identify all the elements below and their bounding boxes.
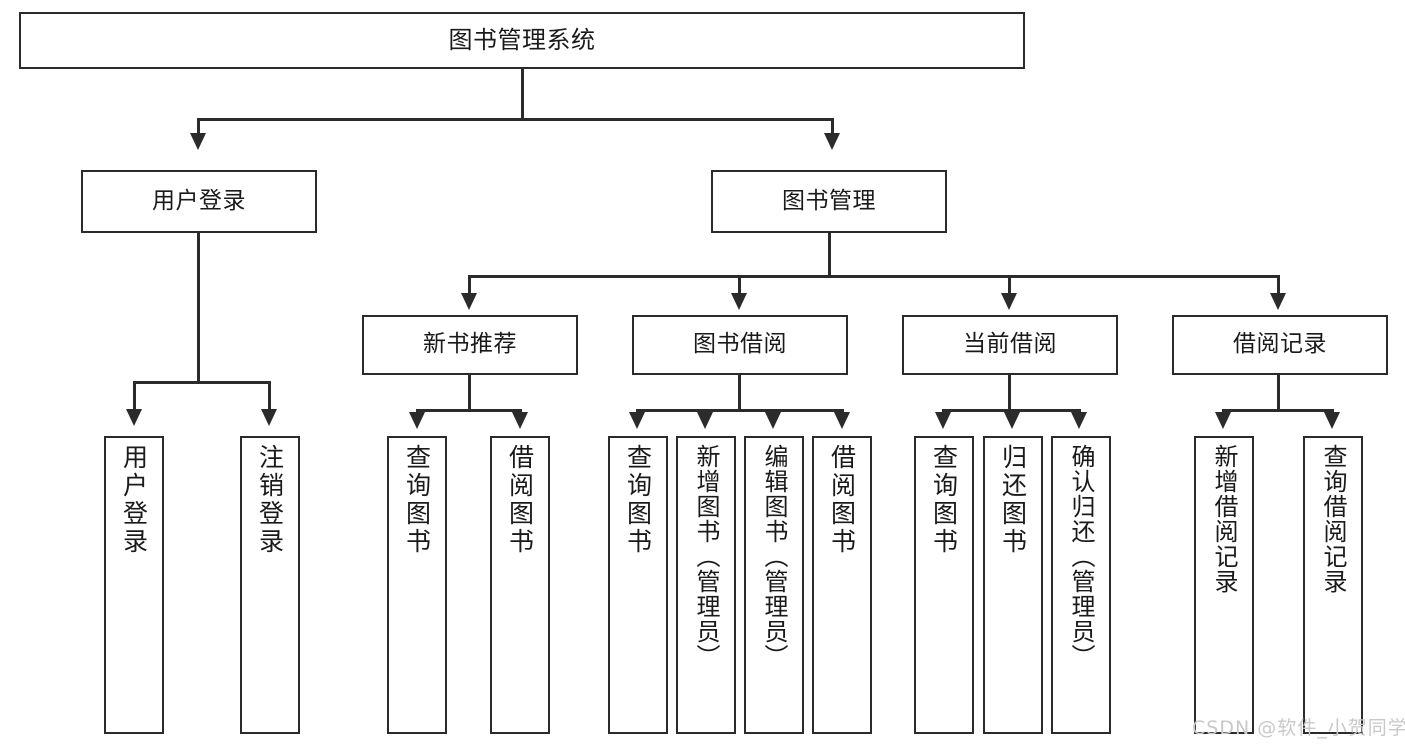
arrowhead-bb-leaf-2: [697, 412, 713, 429]
node-label: 图书借阅: [693, 331, 787, 358]
leaf-borrow-book[interactable]: 借阅图书: [812, 436, 872, 734]
node-label: 新增图书（管理员）: [692, 444, 720, 669]
arrowhead-bb-leaf-3: [765, 412, 781, 429]
edge-level1-bus: [197, 118, 834, 121]
edge-user-login-stem: [197, 233, 200, 381]
edge-to-book-borrow: [738, 275, 741, 295]
edge-user-login-leaf-2: [268, 381, 271, 411]
node-label: 编辑图书（管理员）: [760, 444, 788, 669]
arrowhead-book-manage: [824, 133, 840, 150]
leaf-logout[interactable]: 注销登录: [240, 436, 300, 734]
node-label: 新增借阅记录: [1210, 444, 1238, 594]
node-user-login[interactable]: 用户登录: [81, 170, 317, 233]
edge-new-book-bus: [416, 409, 522, 412]
node-label: 借阅图书: [505, 444, 535, 556]
node-book-borrow[interactable]: 图书借阅: [632, 315, 848, 375]
arrowhead-user-login: [190, 133, 206, 150]
leaf-confirm-return-admin[interactable]: 确认归还（管理员）: [1051, 436, 1111, 734]
leaf-query-borrow-record[interactable]: 查询借阅记录: [1303, 436, 1363, 734]
leaf-return-book[interactable]: 归还图书: [983, 436, 1043, 734]
arrowhead-cb-leaf-3: [1071, 412, 1087, 429]
arrowhead-book-borrow: [731, 293, 747, 310]
edge-borrow-record-stem: [1277, 375, 1280, 411]
leaf-edit-book-admin[interactable]: 编辑图书（管理员）: [744, 436, 804, 734]
node-label: 确认归还（管理员）: [1067, 444, 1095, 669]
node-label: 用户登录: [152, 187, 246, 214]
leaf-query-book-borrow[interactable]: 查询图书: [608, 436, 668, 734]
node-label: 借阅图书: [827, 444, 857, 556]
edge-to-current-borrow: [1008, 275, 1011, 295]
leaf-borrow-book-recommend[interactable]: 借阅图书: [490, 436, 550, 734]
leaf-query-book-current[interactable]: 查询图书: [914, 436, 974, 734]
node-label: 查询图书: [623, 444, 653, 556]
edge-new-book-stem: [468, 375, 471, 411]
arrowhead-cb-leaf-1: [935, 412, 951, 429]
arrowhead-br-leaf-2: [1324, 412, 1340, 429]
arrowhead-bb-leaf-1: [629, 412, 645, 429]
arrowhead-cb-leaf-2: [1004, 412, 1020, 429]
edge-to-book-manage: [831, 118, 834, 136]
edge-root-stem: [521, 69, 524, 118]
node-book-management[interactable]: 图书管理: [711, 170, 947, 233]
edge-book-borrow-bus: [636, 409, 844, 412]
edge-user-login-leaf-1: [133, 381, 136, 411]
node-label: 查询图书: [929, 444, 959, 556]
edge-level2-bus: [468, 275, 1280, 278]
arrowhead-current-borrow: [1001, 293, 1017, 310]
arrowhead-nb-leaf-1: [409, 412, 425, 429]
node-root-system[interactable]: 图书管理系统: [19, 12, 1025, 69]
edge-to-new-book: [468, 275, 471, 295]
edge-book-manage-stem: [828, 233, 831, 275]
edge-current-borrow-stem: [1008, 375, 1011, 411]
leaf-query-book-recommend[interactable]: 查询图书: [387, 436, 447, 734]
edge-to-borrow-record: [1277, 275, 1280, 295]
edge-to-user-login: [197, 118, 200, 136]
arrowhead-bb-leaf-4: [834, 412, 850, 429]
edge-book-borrow-stem: [738, 375, 741, 411]
node-current-borrow[interactable]: 当前借阅: [902, 315, 1118, 375]
edge-user-login-bus: [133, 381, 271, 384]
arrowhead-br-leaf-1: [1215, 412, 1231, 429]
node-label: 新书推荐: [423, 331, 517, 358]
leaf-user-login[interactable]: 用户登录: [104, 436, 164, 734]
leaf-add-book-admin[interactable]: 新增图书（管理员）: [676, 436, 736, 734]
node-label: 查询图书: [402, 444, 432, 556]
arrowhead-new-book: [461, 293, 477, 310]
arrowhead-leaf-logout: [261, 409, 277, 426]
arrowhead-leaf-user-login: [126, 409, 142, 426]
node-label: 注销登录: [255, 444, 285, 556]
node-label: 归还图书: [998, 444, 1028, 556]
node-label: 查询借阅记录: [1319, 444, 1347, 594]
node-borrow-record[interactable]: 借阅记录: [1172, 315, 1388, 375]
node-label: 借阅记录: [1233, 331, 1327, 358]
leaf-add-borrow-record[interactable]: 新增借阅记录: [1194, 436, 1254, 734]
edge-borrow-record-bus: [1222, 409, 1334, 412]
node-label: 图书管理系统: [448, 26, 596, 55]
node-new-book-recommend[interactable]: 新书推荐: [362, 315, 578, 375]
arrowhead-nb-leaf-2: [512, 412, 528, 429]
node-label: 图书管理: [782, 187, 876, 214]
node-label: 用户登录: [119, 444, 149, 556]
node-label: 当前借阅: [963, 331, 1057, 358]
arrowhead-borrow-record: [1270, 293, 1286, 310]
